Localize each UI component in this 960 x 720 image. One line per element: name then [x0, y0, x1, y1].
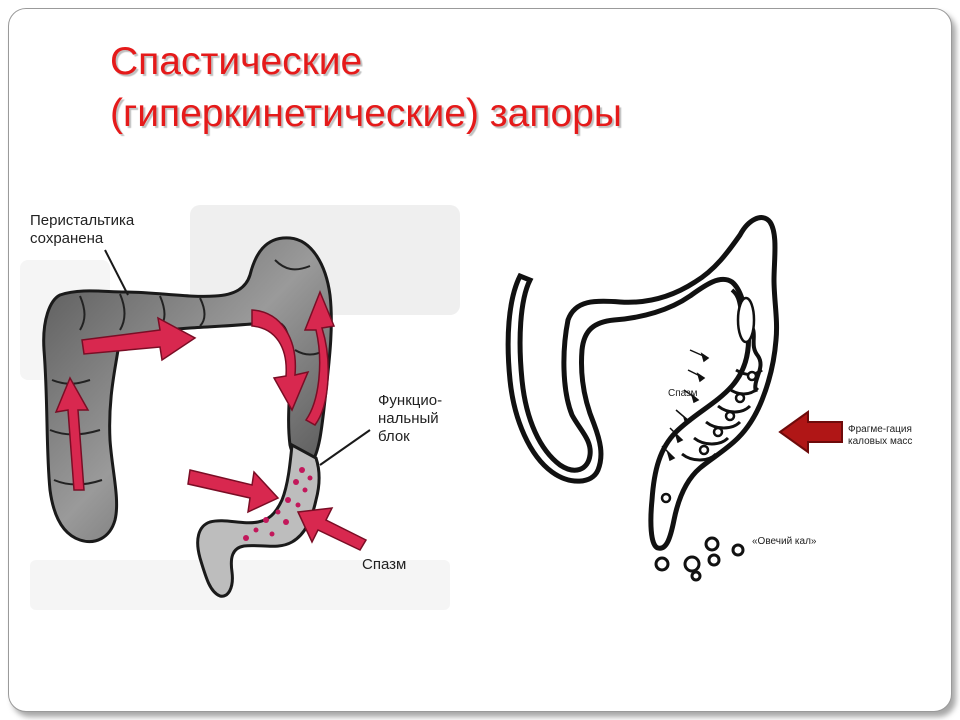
title-line-2: (гиперкинетические) запоры — [110, 92, 622, 135]
slide-title: Спастические (гиперкинетические) запоры — [110, 36, 830, 140]
title-line-1: Спастические — [110, 40, 363, 83]
label-spasm-left: Спазм — [362, 556, 407, 573]
arrow-curve-up — [303, 289, 336, 426]
label-fragmentation: Фрагме-гация каловых масс — [848, 424, 913, 447]
right-colon-illustration — [505, 215, 843, 582]
arrow-spasm-left — [187, 469, 280, 514]
spasm-dots — [243, 467, 313, 541]
fragmentation-arrow — [778, 410, 843, 454]
arrow-curve-down — [251, 309, 310, 412]
arrow-right-top — [81, 316, 197, 362]
peristalsis-arrows — [54, 289, 368, 551]
arrow-spasm-right — [296, 507, 368, 551]
label-spasm-right: Спазм — [668, 388, 698, 399]
left-colon-illustration — [20, 205, 460, 610]
leader-lines — [104, 249, 371, 466]
fecal-fragments — [660, 296, 758, 504]
label-functional-block: Функцио- нальный блок — [378, 392, 443, 445]
spasm-small-arrows — [661, 349, 710, 462]
label-peristalsis: Перистальтика сохранена — [30, 212, 135, 247]
arrow-up-left — [54, 376, 90, 491]
label-sheep-feces: «Овечий кал» — [752, 536, 817, 547]
sheep-feces-pellets — [654, 536, 745, 582]
colon-outline — [505, 215, 780, 551]
